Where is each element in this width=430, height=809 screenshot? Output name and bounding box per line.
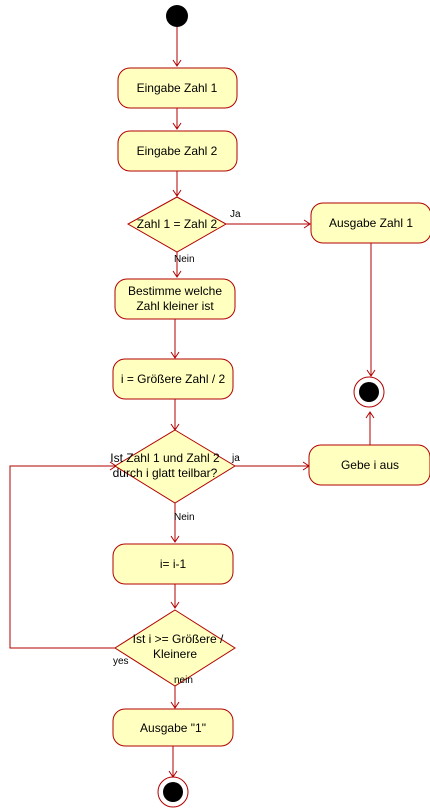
action-label: Eingabe Zahl 2 bbox=[137, 144, 218, 158]
edges bbox=[9, 27, 376, 778]
edge-label-equal-yes: Ja bbox=[230, 209, 241, 220]
decision-label-line1: Ist i >= Größere / bbox=[133, 632, 224, 646]
action-input1: Eingabe Zahl 1 bbox=[117, 67, 238, 109]
edge-arrowhead bbox=[303, 219, 311, 229]
edge-arrowhead bbox=[170, 601, 180, 609]
action-label: Ausgabe "1" bbox=[140, 721, 206, 735]
end-node-right bbox=[353, 376, 385, 408]
end-node-bottom bbox=[157, 776, 189, 808]
start-node bbox=[166, 5, 188, 27]
decision-loop: Ist i >= Größere / Kleinere bbox=[114, 609, 236, 687]
edge-arrowhead bbox=[170, 535, 180, 543]
edge-arrowhead bbox=[172, 122, 182, 130]
action-output-zahl1: Ausgabe Zahl 1 bbox=[310, 202, 430, 244]
decision-label-line1: Ist Zahl 1 und Zahl 2 bbox=[110, 451, 220, 465]
action-output-i: Gebe i aus bbox=[308, 444, 430, 486]
action-output-one: Ausgabe "1" bbox=[112, 708, 234, 747]
action-decrement: i= i-1 bbox=[112, 543, 234, 585]
action-determine-smaller: Bestimme welche Zahl kleiner ist bbox=[114, 278, 236, 320]
action-input2: Eingabe Zahl 2 bbox=[117, 130, 238, 172]
action-label-line2: Zahl kleiner ist bbox=[136, 299, 214, 313]
action-label: Gebe i aus bbox=[341, 458, 399, 472]
edge-arrowhead bbox=[172, 189, 182, 197]
edge-loop-back bbox=[9, 465, 116, 649]
edge-arrowhead bbox=[170, 701, 180, 709]
decision-label-line2: durch i glatt teilbar? bbox=[113, 466, 218, 480]
edge-arrowhead bbox=[366, 369, 376, 377]
action-label: Eingabe Zahl 1 bbox=[137, 81, 218, 95]
edge-label-loop-yes: yes bbox=[113, 656, 129, 667]
decision-label-line2: Kleinere bbox=[153, 647, 197, 661]
edge-label-divisible-yes: ja bbox=[231, 453, 240, 464]
decision-divisible: Ist Zahl 1 und Zahl 2 durch i glatt teil… bbox=[110, 429, 236, 504]
action-assign-i: i = Größere Zahl / 2 bbox=[112, 358, 234, 400]
edge-arrowhead bbox=[172, 270, 182, 278]
action-label: i = Größere Zahl / 2 bbox=[121, 372, 226, 386]
edge-arrowhead bbox=[172, 59, 182, 67]
action-label: Ausgabe Zahl 1 bbox=[329, 216, 413, 230]
edge-label-equal-no: Nein bbox=[174, 254, 195, 265]
action-label: i= i-1 bbox=[160, 557, 187, 571]
edge-arrowhead bbox=[365, 411, 375, 419]
edge-label-loop-no: nein bbox=[174, 675, 193, 686]
edge-label-divisible-no: Nein bbox=[174, 512, 195, 523]
decision-equal: Zahl 1 = Zahl 2 bbox=[126, 196, 228, 253]
edge-arrowhead bbox=[170, 351, 180, 359]
action-label-line1: Bestimme welche bbox=[128, 284, 222, 298]
decision-label: Zahl 1 = Zahl 2 bbox=[137, 217, 218, 231]
